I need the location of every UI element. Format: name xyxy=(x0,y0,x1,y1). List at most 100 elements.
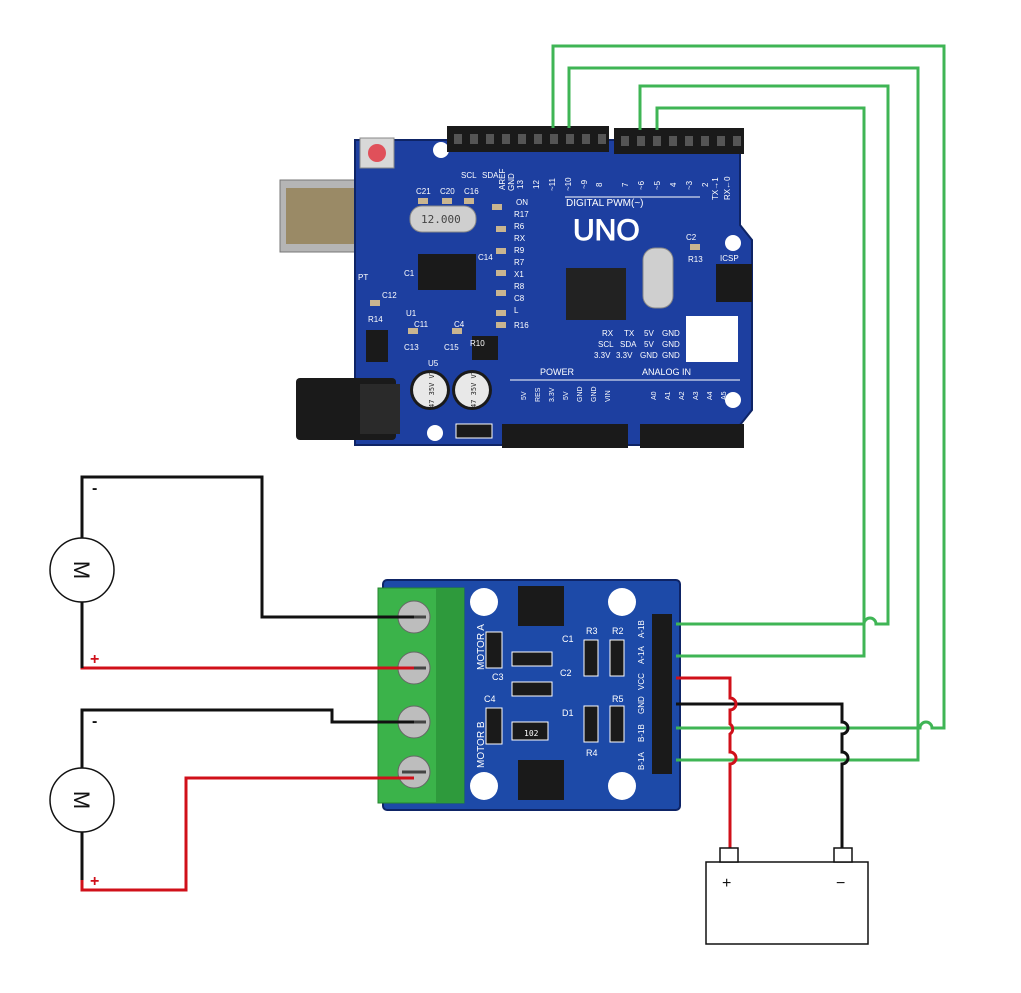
led-labels: ON R17 R6 RX R9 R7 X1 R8 C8 L R16 xyxy=(514,198,529,330)
motor-a: M - + xyxy=(49,480,115,668)
part-label: C14 xyxy=(478,253,493,262)
analog-pin: A5 xyxy=(721,391,728,400)
part-label: C13 xyxy=(404,343,419,352)
driver-pin: GND xyxy=(637,696,646,714)
mini-label: GND xyxy=(662,329,680,338)
driver-part-labels: R3 R2 R5 R4 C1 C2 C3 C4 D1 xyxy=(484,626,624,758)
crystal-label: 12.000 xyxy=(421,213,461,226)
motor-b-label: MOTOR B xyxy=(476,721,487,768)
pin-label: 4 xyxy=(669,182,678,187)
driver-chip-a xyxy=(518,586,564,626)
motor-a-label: MOTOR A xyxy=(476,624,487,670)
mini-label: 5V xyxy=(644,329,654,338)
driver-chip-b xyxy=(518,760,564,800)
digital-header-pins xyxy=(454,134,741,146)
driver-part-label: R3 xyxy=(586,626,598,636)
analog-pin: A4 xyxy=(707,391,714,400)
analog-pin: A3 xyxy=(693,391,700,400)
part-label: C15 xyxy=(444,343,459,352)
digital-label: DIGITAL PWM(~) xyxy=(566,198,644,209)
screw-terminal-block xyxy=(377,587,465,804)
led-label: R6 xyxy=(514,222,525,231)
tx-label: TX→1 xyxy=(711,177,720,200)
part-label: R13 xyxy=(688,255,703,264)
motor-driver-board: MOTOR A MOTOR B 102 R3 R2 R5 R4 C1 C2 C3… xyxy=(377,579,681,811)
motor-positive-label: + xyxy=(90,651,99,668)
wire-signal-pin10 xyxy=(551,44,946,730)
power-header xyxy=(502,424,628,448)
icsp-header xyxy=(716,264,752,302)
driver-part-label: C1 xyxy=(562,634,574,644)
part-label: C4 xyxy=(454,320,465,329)
battery: + − xyxy=(705,847,869,945)
battery-positive-terminal xyxy=(719,847,739,863)
motor-negative-label: - xyxy=(92,480,97,497)
part-labels: C21 C20 C16 C14 C1 C12 R14 U1 U5 C11 C4 … xyxy=(358,187,703,368)
battery-negative-label: − xyxy=(836,875,845,892)
mini-header-labels: RX TX 5V GND SCL SDA 5V GND 3.3V 3.3V GN… xyxy=(594,329,680,360)
driver-part-label: R2 xyxy=(612,626,624,636)
power-pin-labels: 5V RES 3.3V 5V GND GND VIN xyxy=(521,386,612,402)
mini-label: RX xyxy=(602,329,614,338)
rx-label: RX←0 xyxy=(723,176,732,200)
driver-pin: A-1A xyxy=(637,646,646,664)
pin-label: ~11 xyxy=(548,177,557,191)
pin-label: ~6 xyxy=(637,180,646,190)
led-label: R7 xyxy=(514,258,525,267)
led-label: R17 xyxy=(514,210,529,219)
motor-negative-label: - xyxy=(92,713,97,730)
part-label: C21 xyxy=(416,187,431,196)
analog-pin: A0 xyxy=(651,391,658,400)
wire-motor-a-pos xyxy=(80,656,414,670)
cap-label: 47 35V VT xyxy=(428,369,436,408)
board-brand: UNO xyxy=(573,214,640,247)
pin-label: ~3 xyxy=(685,180,694,190)
mini-label: 3.3V xyxy=(594,351,611,360)
crystal-oscillator xyxy=(409,205,477,233)
driver-part-label: R5 xyxy=(612,694,624,704)
led-label: R16 xyxy=(514,321,529,330)
part-label: C20 xyxy=(440,187,455,196)
led-label: X1 xyxy=(514,270,524,279)
battery-positive-label: + xyxy=(722,875,731,892)
wire-battery-negative xyxy=(676,702,850,850)
pin-label: GND xyxy=(507,173,516,191)
wire-motor-b-pos xyxy=(80,776,414,892)
mini-label: GND xyxy=(662,351,680,360)
pin-label: ~10 xyxy=(564,177,573,191)
driver-part-label: C4 xyxy=(484,694,496,704)
power-pin: GND xyxy=(591,386,598,402)
mini-label: SDA xyxy=(620,340,637,349)
digital-pin-labels: SCL SDA AREF GND 13 12 ~11 ~10 ~9 8 7 ~6… xyxy=(461,169,710,191)
analog-pin: A1 xyxy=(665,391,672,400)
power-pin: 3.3V xyxy=(549,387,556,402)
part-label: U1 xyxy=(406,309,417,318)
analog-header xyxy=(640,424,744,448)
part-label: R10 xyxy=(470,339,485,348)
driver-smd-parts xyxy=(485,631,625,745)
part-label: C1 xyxy=(404,269,415,278)
driver-part-label: C3 xyxy=(492,672,504,682)
wire-motor-b-neg xyxy=(80,708,414,770)
led-label: R9 xyxy=(514,246,525,255)
pin-label: SDA xyxy=(482,171,499,180)
cap-label: 47 35V VT xyxy=(470,369,478,408)
pin-label: 2 xyxy=(701,182,710,187)
part-label: PT xyxy=(358,273,368,282)
power-pin: 5V xyxy=(563,391,570,400)
analog-pin: A2 xyxy=(679,391,686,400)
mini-label: 5V xyxy=(644,340,654,349)
led-label: L xyxy=(514,306,519,315)
power-pin: 5V xyxy=(521,391,528,400)
driver-pin-labels: A-1B A-1A VCC GND B-1B B-1A xyxy=(637,620,646,770)
pin-label: SCL xyxy=(461,171,477,180)
pin-label: 12 xyxy=(532,180,541,189)
driver-part-label: R4 xyxy=(586,748,598,758)
mcu-chip xyxy=(566,268,626,320)
analog-pin-labels: A0 A1 A2 A3 A4 A5 xyxy=(651,391,728,400)
wire-motor-a-neg xyxy=(80,475,414,619)
motor-b: M - + xyxy=(49,713,115,890)
arduino-uno-board: SCL SDA AREF GND 13 12 ~11 ~10 ~9 8 7 ~6… xyxy=(279,126,753,448)
pin-label: AREF xyxy=(498,169,507,190)
